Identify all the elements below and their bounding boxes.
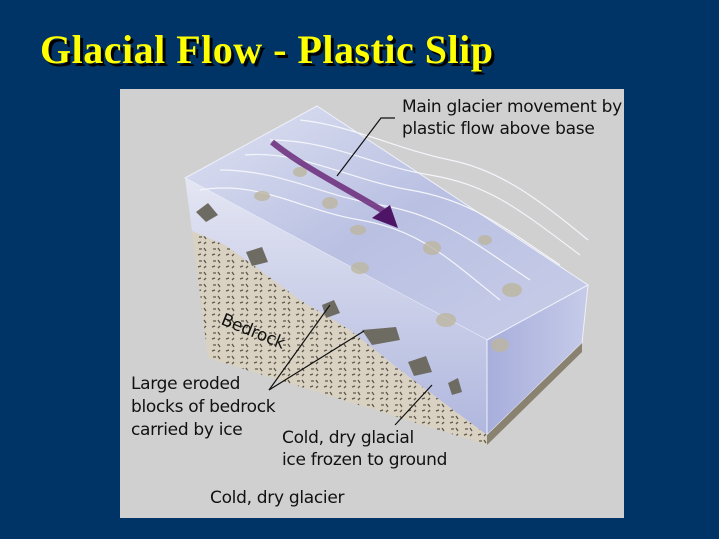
label-frozen-line1: Cold, dry glacial bbox=[282, 428, 414, 448]
bedrock-section bbox=[192, 231, 487, 445]
label-frozen-line2: ice frozen to ground bbox=[282, 450, 448, 470]
flow-direction-arrow bbox=[270, 139, 387, 215]
label-blocks-line2: blocks of bedrock bbox=[131, 397, 276, 417]
label-movement-line1: Main glacier movement by bbox=[402, 97, 622, 117]
glacier-diagram: Main glacier movement by plastic flow ab… bbox=[120, 89, 624, 518]
leader-lines bbox=[268, 117, 433, 426]
label-blocks-line1: Large eroded bbox=[131, 374, 241, 394]
arrow-head-icon bbox=[372, 205, 398, 228]
ground-strip bbox=[487, 343, 582, 445]
eroded-blocks bbox=[196, 203, 462, 395]
glacier-block-illustration bbox=[183, 105, 589, 445]
embedded-debris bbox=[254, 167, 522, 352]
diagram-caption: Cold, dry glacier bbox=[210, 488, 345, 508]
label-blocks-line3: carried by ice bbox=[131, 420, 243, 440]
label-movement-line2: plastic flow above base bbox=[402, 119, 595, 139]
slide-title: Glacial Flow - Plastic Slip bbox=[40, 27, 494, 72]
